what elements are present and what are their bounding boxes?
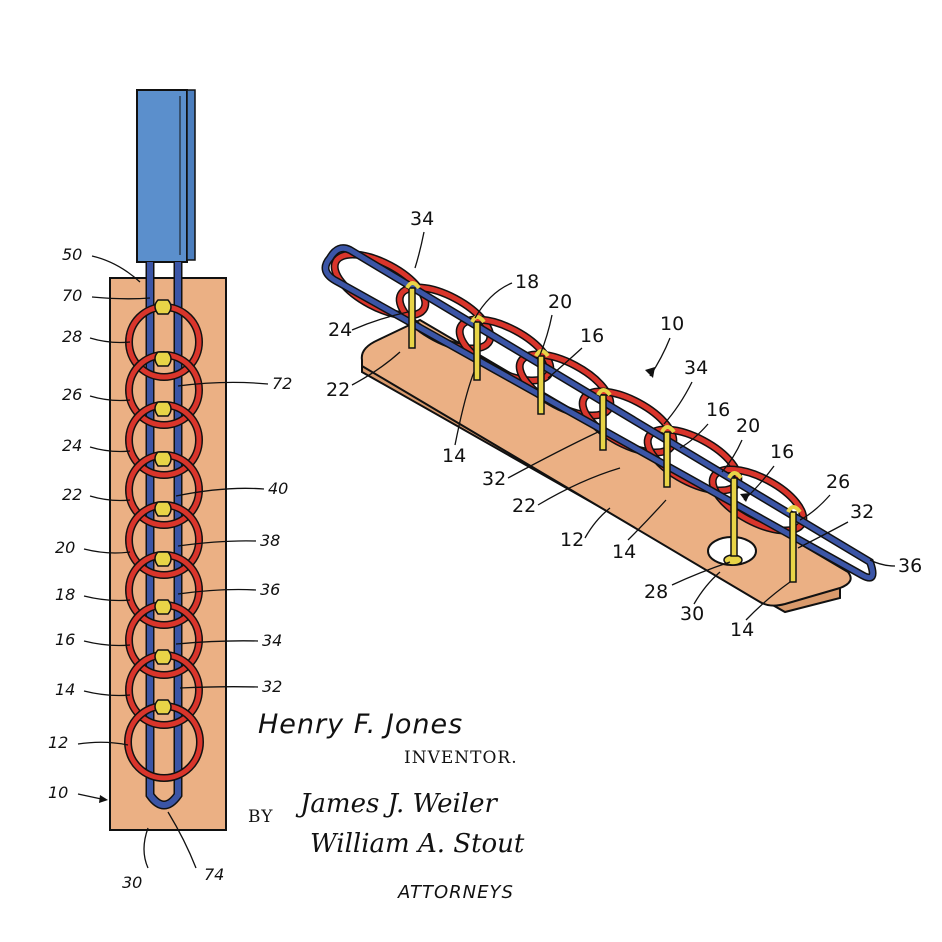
ref-label: 26 bbox=[62, 385, 82, 404]
ref-label: 24 bbox=[62, 436, 82, 455]
ref-label: 34 bbox=[684, 357, 708, 379]
fig1-right-labels: 72 40 38 36 34 32 bbox=[175, 374, 292, 696]
ref-label: 70 bbox=[62, 286, 82, 305]
ref-label: 10 bbox=[48, 783, 68, 802]
ref-label: 20 bbox=[55, 538, 75, 557]
ref-label: 14 bbox=[730, 619, 754, 641]
ref-label: 20 bbox=[736, 415, 760, 437]
by-label: BY bbox=[248, 807, 273, 827]
ref-label: 30 bbox=[122, 873, 142, 892]
fig2-base-board-top bbox=[360, 318, 852, 607]
ref-label: 12 bbox=[560, 529, 584, 551]
inventor-name: Henry F. Jones bbox=[258, 709, 463, 740]
ref-label: 28 bbox=[62, 327, 82, 346]
hook bbox=[154, 299, 172, 315]
fig1-hooks bbox=[154, 299, 172, 715]
ref-label: 16 bbox=[706, 399, 730, 421]
ring bbox=[330, 250, 430, 320]
fig2-posts bbox=[405, 281, 802, 583]
ref-label: 36 bbox=[260, 580, 280, 599]
post bbox=[660, 425, 676, 488]
ref-label: 12 bbox=[48, 733, 68, 752]
ref-label: 72 bbox=[272, 374, 292, 393]
ref-label: 22 bbox=[326, 379, 350, 401]
ref-label: 14 bbox=[442, 445, 466, 467]
ref-label: 74 bbox=[204, 865, 224, 884]
post bbox=[786, 505, 802, 583]
ref-label: 22 bbox=[512, 495, 536, 517]
post bbox=[596, 388, 612, 451]
ref-label: 16 bbox=[55, 630, 75, 649]
ref-label: 50 bbox=[62, 245, 82, 264]
hook bbox=[154, 351, 172, 367]
fig1-handle-block bbox=[136, 89, 196, 263]
ref-label: 22 bbox=[62, 485, 82, 504]
ref-label: 34 bbox=[262, 631, 282, 650]
ref-label: 36 bbox=[898, 555, 922, 577]
ref-label: 16 bbox=[770, 441, 794, 463]
figure-1-vertical-chain: 50 70 28 26 24 22 20 18 16 14 12 10 bbox=[48, 89, 292, 892]
figure-2-perspective: 34 18 20 16 10 24 22 14 34 16 20 16 bbox=[321, 208, 922, 641]
hook bbox=[154, 551, 172, 567]
post bbox=[405, 281, 421, 349]
fig2-labels: 34 18 20 16 10 24 22 14 34 16 20 16 bbox=[326, 208, 922, 641]
hook bbox=[154, 599, 172, 615]
fig1-bottom-labels: 30 74 bbox=[122, 811, 224, 892]
ref-label: 16 bbox=[580, 325, 604, 347]
ref-label: 14 bbox=[612, 541, 636, 563]
signature-block: Henry F. Jones INVENTOR. BY James J. Wei… bbox=[248, 709, 525, 903]
ref-label: 20 bbox=[548, 291, 572, 313]
ref-label: 32 bbox=[850, 501, 874, 523]
ref-label: 40 bbox=[268, 479, 288, 498]
ref-label: 38 bbox=[260, 531, 280, 550]
hook bbox=[154, 699, 172, 715]
post bbox=[470, 315, 486, 381]
fig1-left-labels: 50 70 28 26 24 22 20 18 16 14 12 10 bbox=[48, 245, 151, 803]
attorney-signature-2: William A. Stout bbox=[310, 829, 525, 859]
ref-label: 32 bbox=[482, 468, 506, 490]
ref-label: 32 bbox=[262, 677, 282, 696]
ref-label: 10 bbox=[660, 313, 684, 335]
post bbox=[727, 471, 743, 557]
ref-label: 24 bbox=[328, 319, 352, 341]
inventor-label: INVENTOR. bbox=[404, 748, 518, 768]
hook bbox=[154, 501, 172, 517]
ref-label: 18 bbox=[55, 585, 75, 604]
ref-label: 26 bbox=[826, 471, 850, 493]
attorneys-label: ATTORNEYS bbox=[397, 882, 514, 903]
ref-label: 18 bbox=[515, 271, 539, 293]
ref-label: 30 bbox=[680, 603, 704, 625]
hook bbox=[154, 451, 172, 467]
hook bbox=[154, 401, 172, 417]
ref-label: 28 bbox=[644, 581, 668, 603]
ref-label: 14 bbox=[55, 680, 75, 699]
attorney-signature-1: James J. Weiler bbox=[295, 789, 499, 819]
hook bbox=[154, 649, 172, 665]
ref-label: 34 bbox=[410, 208, 434, 230]
fig1-rings bbox=[124, 303, 204, 782]
